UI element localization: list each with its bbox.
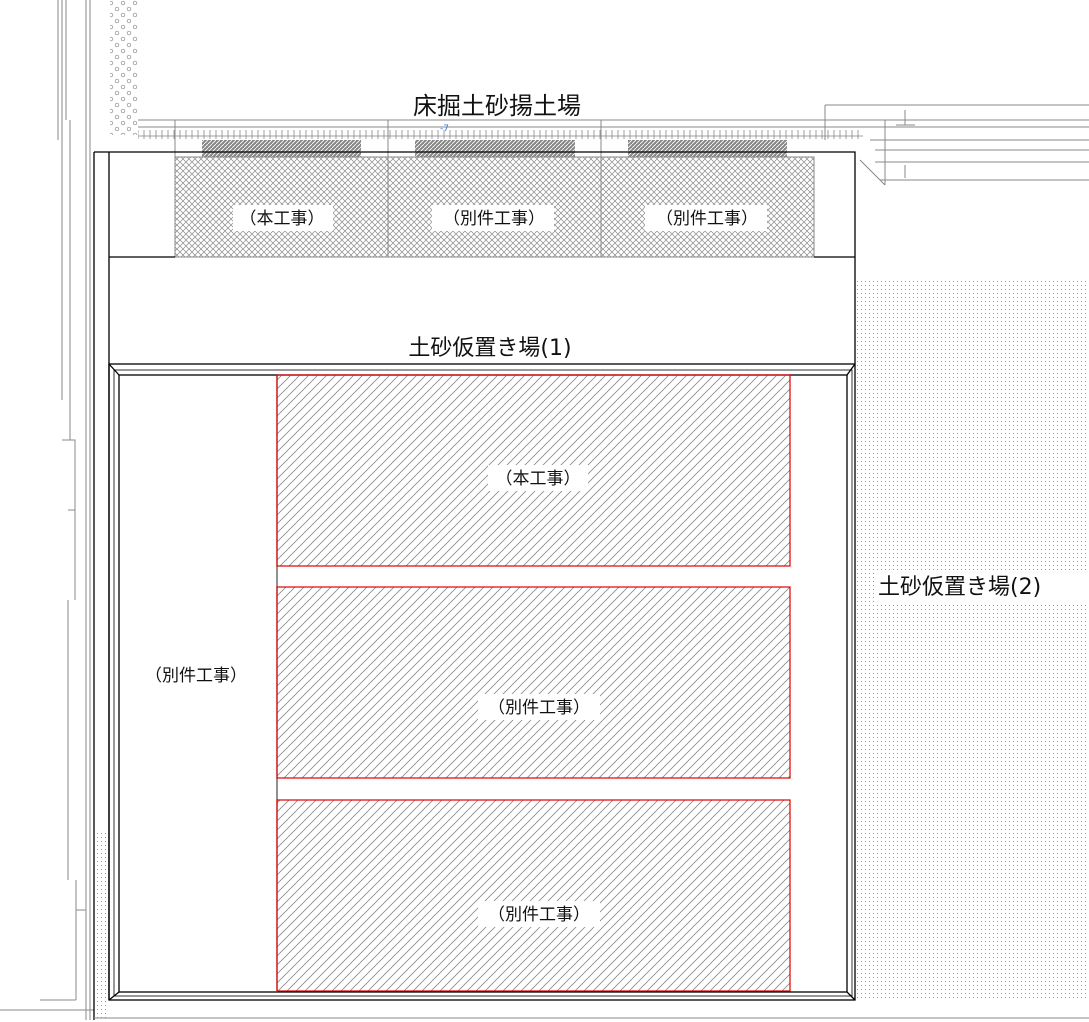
stipple-strip (95, 830, 109, 1018)
marker-label: -7 (440, 124, 449, 134)
tick-strip (138, 130, 863, 139)
storage-area-1-title: 土砂仮置き場(1) (408, 336, 571, 361)
top-structure-lines (138, 104, 1089, 186)
left-boundary-details (0, 0, 94, 1020)
hatched-strip (202, 140, 361, 157)
storage-plot-label: （別件工事） (488, 905, 590, 925)
excavation-section-label: （別件工事） (443, 209, 545, 229)
excavation-area-title: 床掘土砂揚土場 (413, 92, 581, 120)
excavation-section-label: （別件工事） (656, 209, 758, 229)
storage-plot (276, 586, 791, 779)
storage-plot-label: （別件工事） (488, 698, 590, 718)
hatched-strip (628, 140, 787, 157)
storage-plot (276, 799, 791, 992)
excavation-section-label: （本工事） (240, 209, 325, 229)
storage-area-2-title: 土砂仮置き場(2) (878, 575, 1041, 600)
gravel-strip (110, 0, 138, 135)
storage-plot-label: （本工事） (496, 469, 581, 489)
storage-side-label: （別件工事） (145, 666, 247, 686)
hatched-strip (415, 140, 575, 157)
storage-area-2 (855, 278, 1089, 1000)
